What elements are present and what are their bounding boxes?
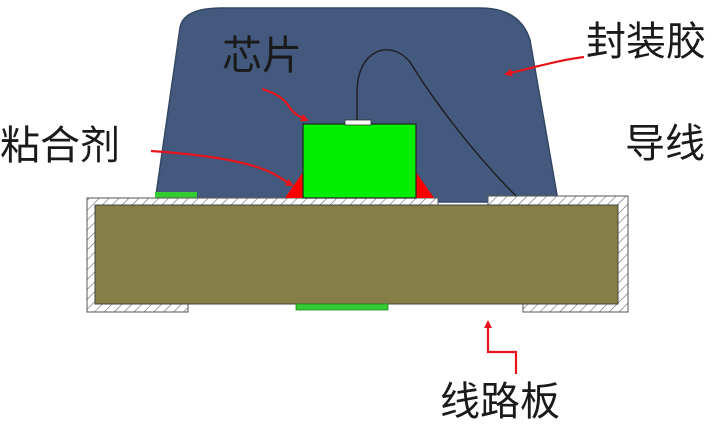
- label-circuit-board: 线路板: [440, 379, 560, 425]
- chip: [302, 123, 417, 199]
- arrow-encapsulant: [504, 55, 585, 77]
- label-bond-wire: 导线: [625, 121, 705, 167]
- arrow-chip: [261, 87, 309, 122]
- adhesive-fillet-right: [416, 172, 434, 198]
- adhesive-fillet-left: [285, 172, 303, 198]
- label-chip: 芯片: [222, 33, 302, 79]
- chip-bond-pad: [344, 119, 372, 126]
- top-pad-left: [155, 192, 197, 200]
- bond-wire: [356, 49, 517, 197]
- encapsulant-dome: [154, 7, 558, 203]
- label-adhesive: 粘合剂: [0, 123, 120, 169]
- bottom-pad: [295, 303, 389, 311]
- circuit-board-core: [94, 204, 619, 305]
- arrow-adhesive: [150, 149, 294, 186]
- arrow-circuit-board: [484, 320, 518, 374]
- label-encapsulant: 封装胶: [586, 19, 706, 65]
